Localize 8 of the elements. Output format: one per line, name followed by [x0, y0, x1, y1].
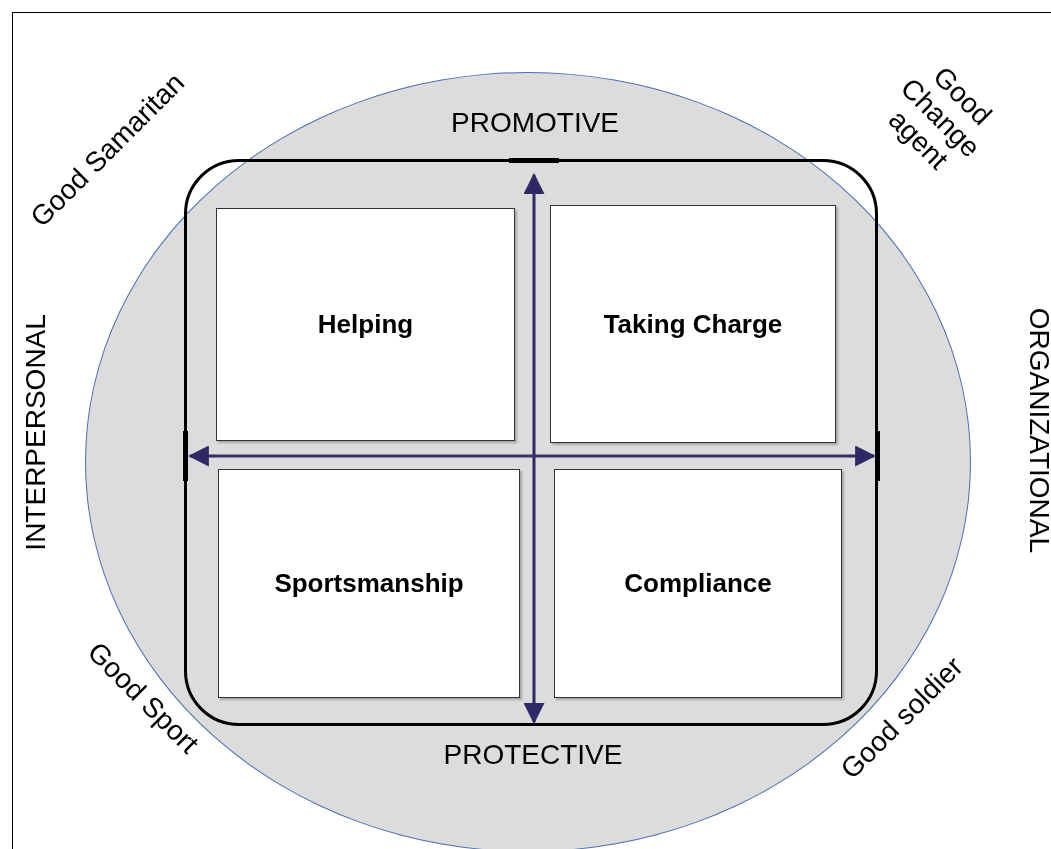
- axis-label: PROTECTIVE: [443, 739, 623, 771]
- quadrant-box: Taking Charge: [550, 205, 836, 443]
- quadrant-box: Compliance: [554, 469, 842, 698]
- quadrant-box: Sportsmanship: [218, 469, 520, 698]
- axis-label: PROMOTIVE: [451, 107, 619, 139]
- axis-label: INTERPERSONAL: [20, 313, 52, 551]
- quadrant-box: Helping: [216, 208, 515, 441]
- axis-label: ORGANIZATIONAL: [1022, 307, 1051, 553]
